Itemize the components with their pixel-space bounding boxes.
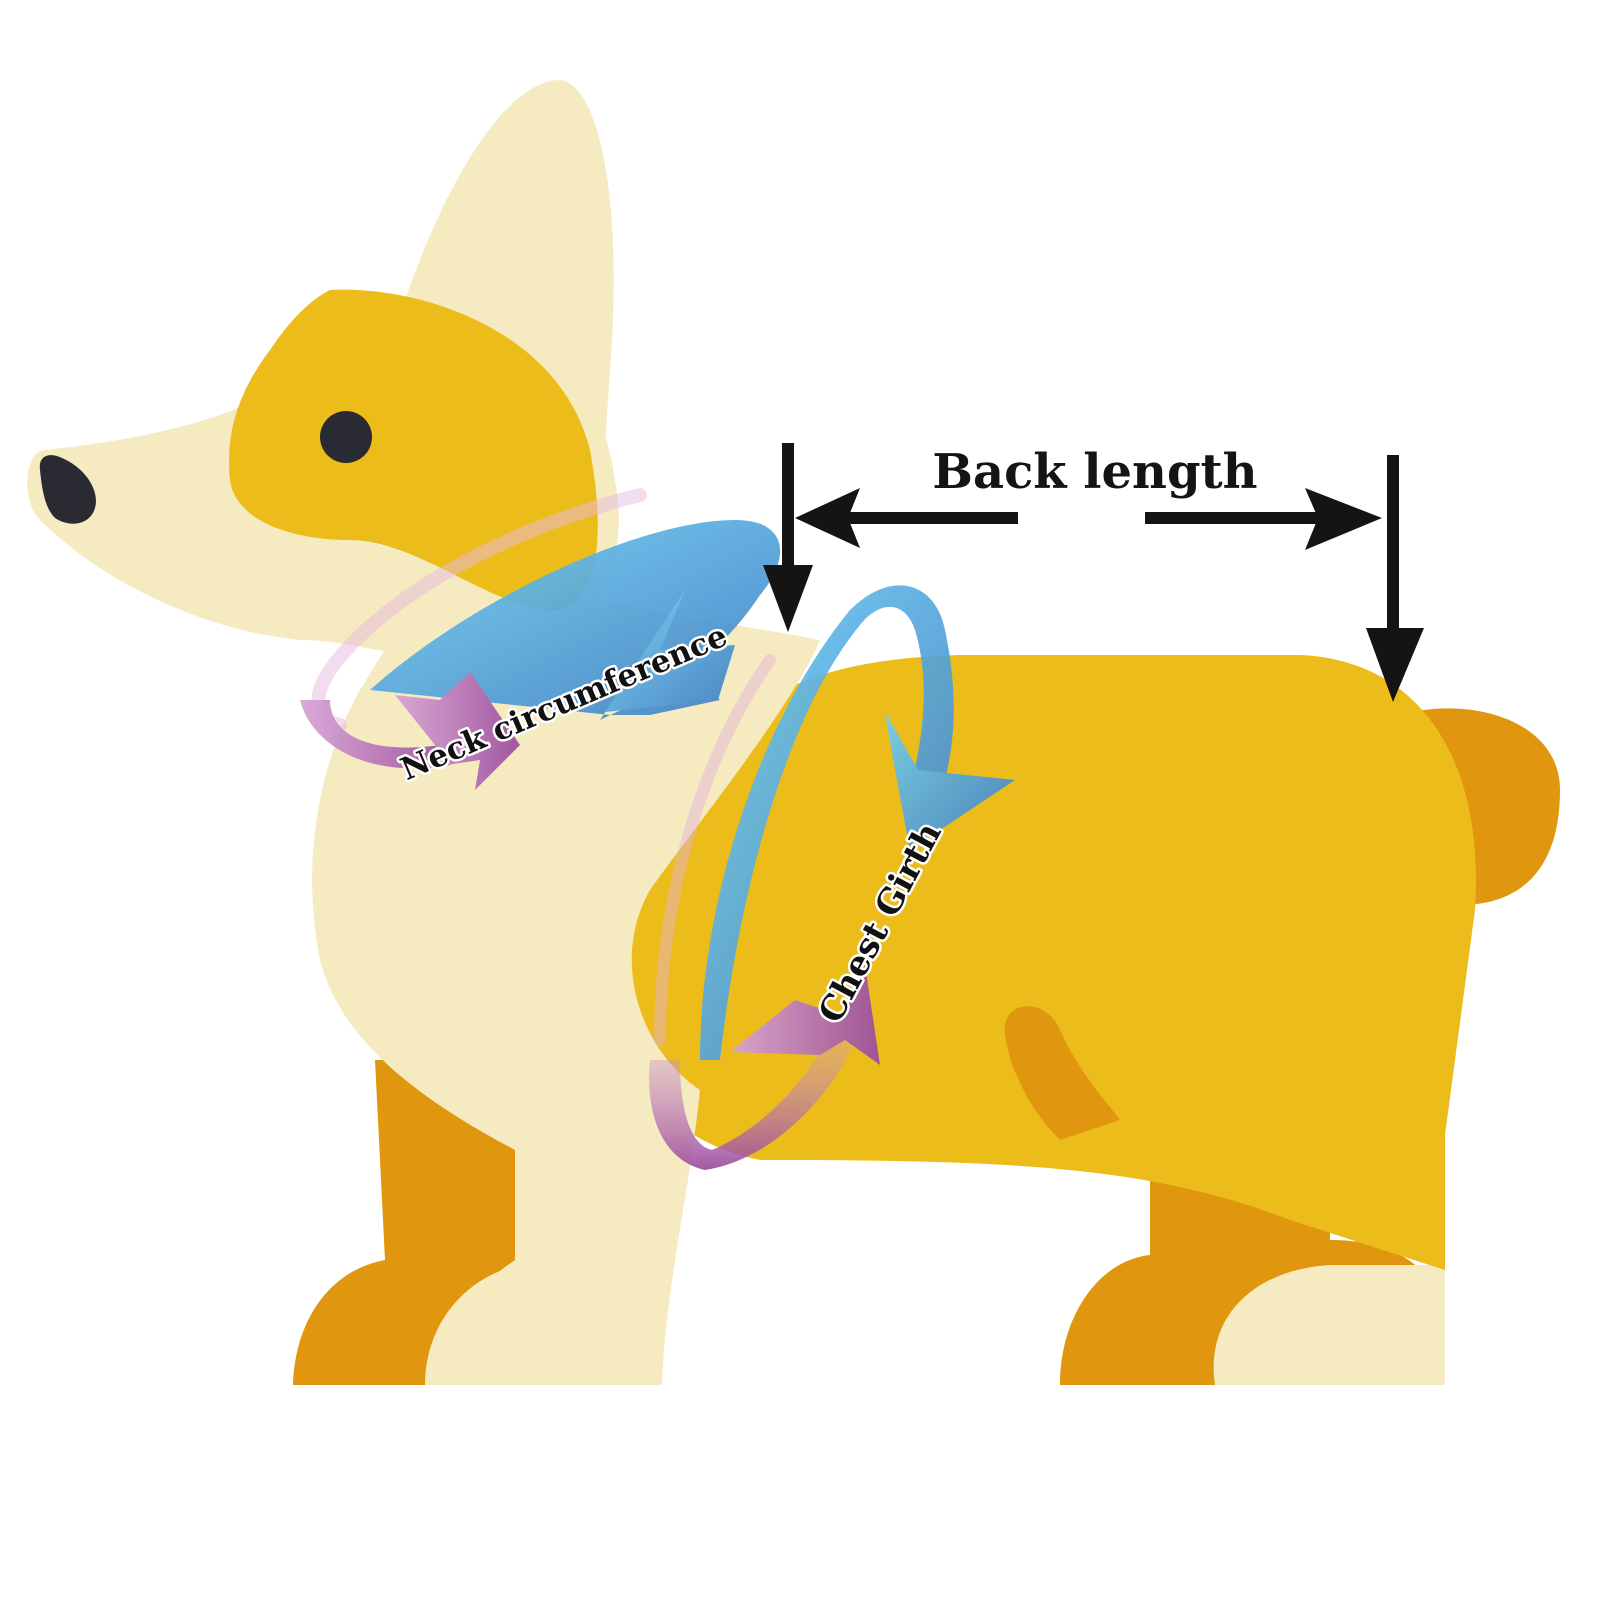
back-length-left-tick-head [763,565,813,632]
neck-arrowhead-blue [605,590,735,712]
dog-front-paw [425,1265,665,1385]
chest-arrowhead-purple [730,965,880,1065]
dog-face-patch [229,289,598,611]
neck-arrowhead-purple [395,672,520,790]
chest-girth-arrow [649,585,1015,1170]
back-length-right-arrowhead [1305,488,1382,550]
dog-nose [39,455,96,524]
chest-band-back [654,654,776,1046]
chest-arrowhead-blue [885,712,1015,850]
dog-back-paw [1213,1265,1445,1385]
dog-body [608,655,1477,1270]
back-length-indicator [763,443,1424,702]
dog-eye [320,411,372,463]
back-length-label: Back length [932,444,1257,500]
neck-band-purple [300,700,450,769]
neck-circumference-arrow [300,488,781,790]
dog-thigh-shade [1004,1006,1120,1140]
back-length-left-arrowhead [795,488,860,548]
chest-band-blue [700,585,954,1060]
back-length-right-tick-head [1366,628,1424,702]
dog-illustration [27,80,1560,1385]
